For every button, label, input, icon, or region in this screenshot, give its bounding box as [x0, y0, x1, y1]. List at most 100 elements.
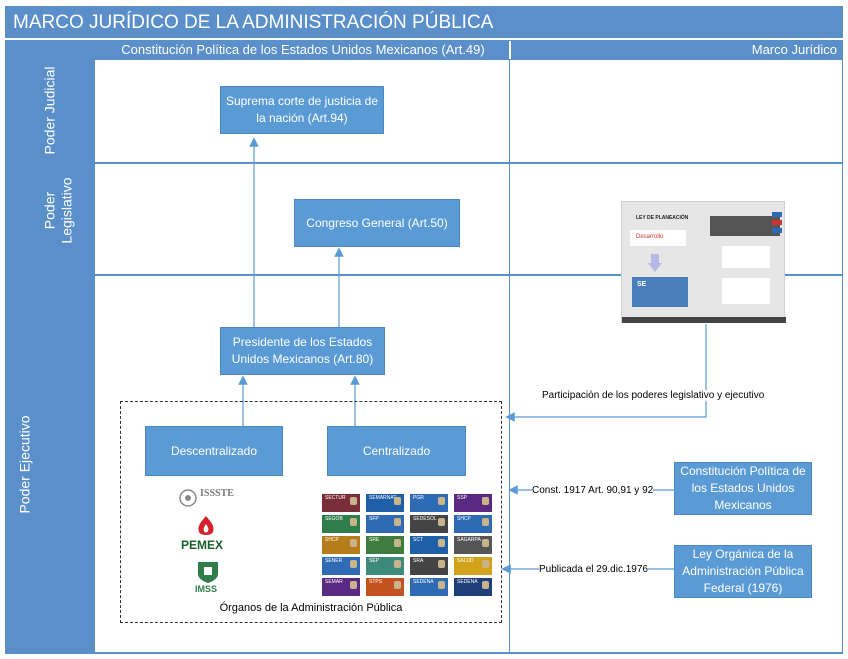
- image-ley-text: LEY DE PLANEACIÓN: [636, 215, 689, 221]
- dependencia-tile-label: SENER: [325, 558, 343, 564]
- image-dark-block: [710, 216, 780, 236]
- escudo-icon: [482, 560, 489, 568]
- dependencia-tile-label: SECTUR: [325, 495, 346, 501]
- ley-planeacion-image: LEY DE PLANEACIÓN Desarrollo SE: [621, 201, 786, 323]
- issste-text: ISSSTE: [200, 488, 234, 499]
- dependencia-tile-label: SAGARPA: [457, 537, 481, 543]
- dependencia-tile-label: SFP: [369, 516, 379, 522]
- box-ley-organica: Ley Orgánica de la Administración Públic…: [674, 545, 812, 598]
- escudo-icon: [350, 581, 357, 589]
- box-presidente: Presidente de los Estados Unidos Mexican…: [220, 327, 385, 375]
- header-bar: [5, 41, 843, 59]
- dependencia-tile-label: SRE: [369, 537, 380, 543]
- dependencia-tile-label: SCT: [413, 537, 423, 543]
- escudo-icon: [394, 539, 401, 547]
- arrow-participacion: [505, 324, 707, 422]
- box-congreso-general: Congreso General (Art.50): [294, 199, 460, 247]
- escudo-icon: [482, 539, 489, 547]
- escudo-icon: [438, 497, 445, 505]
- dependencia-tile-label: SEGOB: [325, 516, 343, 522]
- pemex-flame-icon: [198, 516, 214, 535]
- dependencia-tile: SFP: [366, 515, 404, 533]
- escudo-icon: [394, 518, 401, 526]
- dependencia-tile-label: SEP: [369, 558, 380, 564]
- dependencia-tile: SRA: [410, 557, 448, 575]
- organos-group: [120, 401, 502, 623]
- dependencia-tile: PGR: [410, 494, 448, 512]
- dependencia-tile-label: SHCP: [325, 537, 339, 543]
- dependencia-tile: SCT: [410, 536, 448, 554]
- dependencia-tile: SEMAR: [322, 578, 360, 596]
- escudo-icon: [482, 518, 489, 526]
- image-logo-cluster: [772, 212, 784, 242]
- escudo-icon: [350, 539, 357, 547]
- dependencia-tile-label: SEMARNAT: [369, 495, 397, 501]
- page-title: MARCO JURÍDICO DE LA ADMINISTRACIÓN PÚBL…: [5, 6, 843, 40]
- image-white-block-1: [722, 246, 770, 268]
- dependencia-tile-label: SEDESOL: [413, 516, 437, 522]
- image-se-text: SE: [637, 281, 647, 288]
- header-divider: [509, 41, 511, 59]
- column-separator: [509, 60, 510, 652]
- dependencia-tile: SEP: [366, 557, 404, 575]
- box-suprema-corte: Suprema corte de justicia de la nación (…: [220, 86, 384, 134]
- header-right-label: Marco Jurídico: [751, 42, 837, 57]
- escudo-icon: [438, 560, 445, 568]
- image-se-block: SE: [632, 277, 688, 307]
- escudo-icon: [350, 497, 357, 505]
- dependencia-tile: SRE: [366, 536, 404, 554]
- escudo-icon: [394, 560, 401, 568]
- organos-caption: Órganos de la Administración Pública: [219, 602, 403, 614]
- dependencia-tile: SEGOB: [322, 515, 360, 533]
- dependencia-tile: SHCP: [322, 536, 360, 554]
- dependencia-tile: SAGARPA: [454, 536, 492, 554]
- dependencia-tile: SECTUR: [322, 494, 360, 512]
- dependencia-tile-label: SEDENA: [457, 579, 478, 585]
- label-participacion: Participación de los poderes legislativo…: [542, 390, 765, 401]
- dependencia-tile-label: SEMAR: [325, 579, 343, 585]
- dependencia-tile: STPS: [366, 578, 404, 596]
- label-const-1917: Const. 1917 Art. 90,91 y 92: [532, 485, 654, 496]
- pemex-text: PEMEX: [181, 538, 224, 552]
- pemex-logo: PEMEX: [181, 516, 231, 554]
- box-centralizado: Centralizado: [327, 426, 466, 476]
- box-constitucion: Constitución Política de los Estados Uni…: [674, 462, 812, 515]
- escudo-icon: [350, 518, 357, 526]
- row-separator: [5, 162, 843, 164]
- escudo-icon: [350, 560, 357, 568]
- imss-text: IMSS: [195, 584, 218, 594]
- dependencia-tile: SSP: [454, 494, 492, 512]
- escudo-icon: [438, 581, 445, 589]
- dependencia-tile-label: SRA: [413, 558, 424, 564]
- dependencia-tile-label: PGR: [413, 495, 424, 501]
- image-pnd-text: Desarrollo: [636, 234, 664, 240]
- issste-logo: ISSSTE: [178, 487, 238, 509]
- dependencia-tile: SENER: [322, 557, 360, 575]
- dependencia-tile-label: SHCP: [457, 516, 471, 522]
- escudo-icon: [482, 497, 489, 505]
- escudo-icon: [482, 581, 489, 589]
- imss-logo: IMSS: [193, 560, 223, 596]
- box-descentralizado: Descentralizado: [145, 426, 283, 476]
- down-arrow-icon: [648, 254, 662, 272]
- escudo-icon: [438, 518, 445, 526]
- image-pnd-block: Desarrollo: [630, 230, 686, 246]
- dependencia-tile: SEDESOL: [410, 515, 448, 533]
- dependencia-tile-label: SALUD: [457, 558, 474, 564]
- dependencia-tile-label: SSP: [457, 495, 468, 501]
- label-publicada: Publicada el 29.dic.1976: [539, 564, 648, 575]
- header-left-label: Constitución Política de los Estados Uni…: [121, 42, 485, 57]
- dependencia-tile-label: STPS: [369, 579, 383, 585]
- dependencia-tile: SEDENA: [410, 578, 448, 596]
- dependencia-tile: SHCP: [454, 515, 492, 533]
- image-white-block-2: [722, 278, 770, 304]
- escudo-icon: [438, 539, 445, 547]
- dependencia-tile: SEDENA: [454, 578, 492, 596]
- dependencias-grid: SECTUR SEMARNAT PGR SSP SEGOB SFP SEDESOL SHCP S…: [322, 494, 492, 596]
- escudo-icon: [394, 497, 401, 505]
- issste-emblem-icon: [179, 489, 197, 507]
- dependencia-tile: SALUD: [454, 557, 492, 575]
- dependencia-tile-label: SEDENA: [413, 579, 434, 585]
- dependencia-tile: SEMARNAT: [366, 494, 404, 512]
- escudo-icon: [394, 581, 401, 589]
